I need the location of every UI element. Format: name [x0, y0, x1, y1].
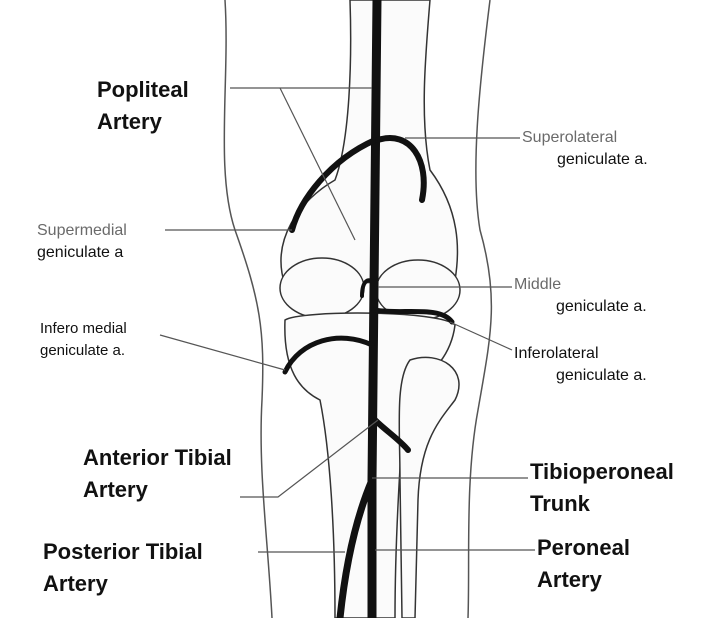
label-peroneal-artery: Peroneal Artery	[537, 532, 630, 596]
label-line: Anterior Tibial	[83, 445, 232, 470]
arteries	[282, 0, 455, 618]
label-line: Trunk	[530, 491, 590, 516]
label-supermedial-geniculate: Supermedial geniculate a	[37, 220, 127, 264]
label-line: geniculate a.	[557, 151, 648, 168]
label-line: Artery	[43, 571, 108, 596]
label-line: Artery	[83, 477, 148, 502]
label-line: Posterior Tibial	[43, 539, 203, 564]
label-infero-medial-geniculate: Infero medial geniculate a.	[40, 318, 127, 362]
label-line: Superolateral	[522, 129, 618, 146]
label-line: Artery	[537, 567, 602, 592]
leg-outline	[223, 0, 493, 618]
label-posterior-tibial-artery: Posterior Tibial Artery	[43, 536, 203, 600]
medial-condyle	[279, 257, 365, 319]
label-line: Tibioperoneal	[530, 459, 674, 484]
label-line: Inferolateral	[514, 345, 599, 362]
leader-lines	[159, 87, 535, 553]
label-line: geniculate a.	[40, 342, 126, 359]
fibula	[398, 356, 460, 618]
label-line: geniculate a.	[556, 298, 647, 315]
label-line: Supermedial	[37, 222, 127, 239]
label-inferolateral-geniculate: Inferolateral geniculate a.	[514, 343, 647, 387]
label-superolateral-geniculate: Superolateral geniculate a.	[522, 127, 648, 171]
label-middle-geniculate: Middle geniculate a.	[514, 274, 647, 318]
label-line: geniculate a.	[556, 367, 647, 384]
inferolateral-geniculate	[371, 307, 455, 325]
label-anterior-tibial-artery: Anterior Tibial Artery	[83, 442, 232, 506]
supermedial-geniculate	[289, 137, 378, 233]
label-line: Peroneal	[537, 535, 630, 560]
inferomedial-geniculate	[282, 335, 375, 375]
label-line: Artery	[97, 109, 162, 134]
label-line: geniculate a	[37, 244, 124, 261]
label-line: Popliteal	[97, 77, 189, 102]
superolateral-geniculate	[375, 135, 427, 203]
anterior-tibial-artery	[336, 476, 376, 618]
label-tibioperoneal-trunk: Tibioperoneal Trunk	[530, 456, 674, 520]
label-line: Middle	[514, 276, 562, 293]
middle-geniculate	[360, 278, 378, 298]
label-popliteal-artery: Popliteal Artery	[97, 74, 189, 138]
label-line: Infero medial	[40, 320, 127, 337]
